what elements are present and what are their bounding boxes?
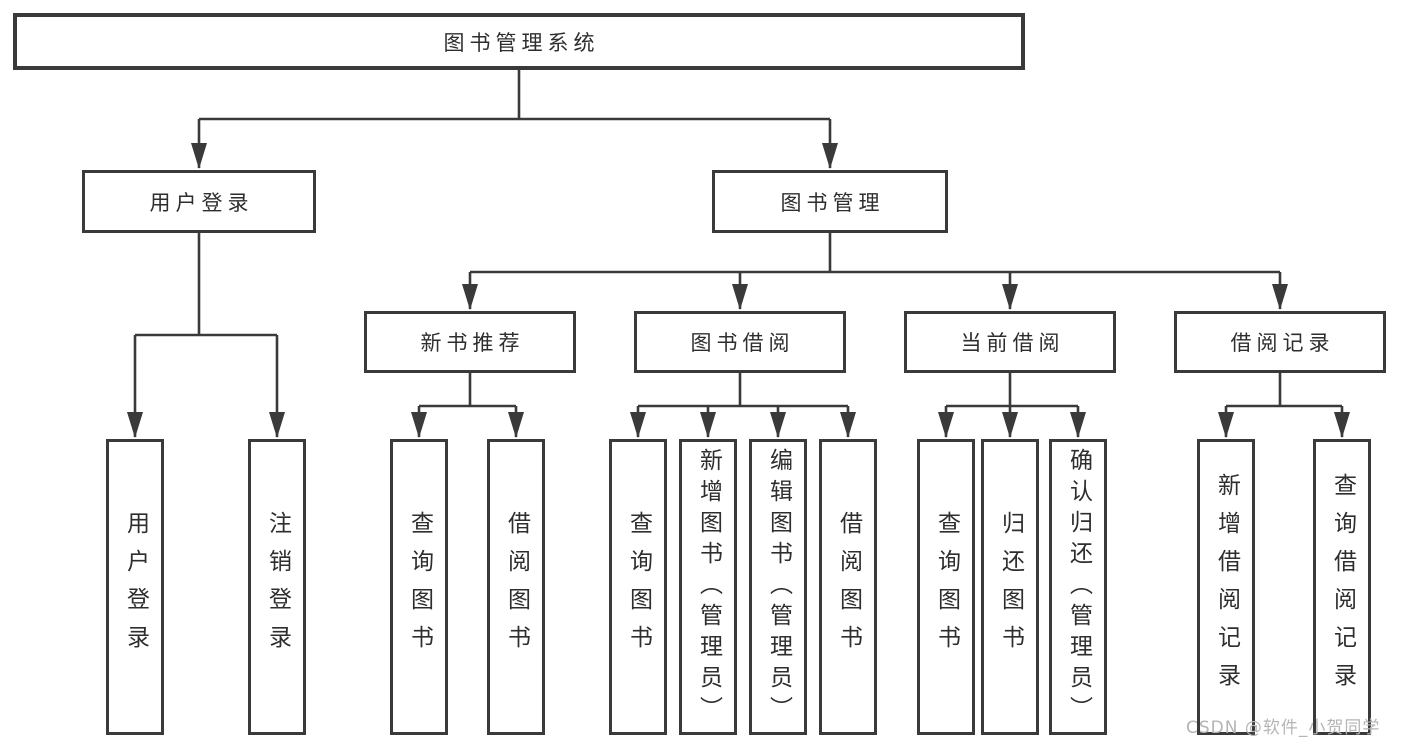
node-user-login-label: 用户登录: [149, 190, 254, 215]
leaf-borrowing-add-books-admin: 新增图书（管理员）: [679, 439, 737, 735]
leaf-newbooks-query-books: 查询图书: [390, 439, 448, 735]
leaf-logout: 注销登录: [248, 439, 306, 735]
leaf-borrowing-edit-books-admin-label: 编辑图书（管理员）: [765, 447, 792, 727]
leaf-current-query-books-label: 查询图书: [933, 511, 960, 663]
leaf-newbooks-borrow-books: 借阅图书: [487, 439, 545, 735]
node-current-borrowing-label: 当前借阅: [960, 331, 1065, 355]
node-current-borrowing: 当前借阅: [904, 311, 1116, 373]
leaf-borrowing-borrow-books-label: 借阅图书: [835, 511, 862, 663]
leaf-records-add-record: 新增借阅记录: [1197, 439, 1255, 735]
leaf-newbooks-query-books-label: 查询图书: [406, 511, 433, 663]
node-borrowing-records: 借阅记录: [1174, 311, 1386, 373]
node-book-borrowing: 图书借阅: [634, 311, 846, 373]
node-borrowing-records-label: 借阅记录: [1230, 331, 1335, 355]
csdn-watermark: CSDN @软件_小贺同学: [1186, 718, 1381, 738]
node-new-book-recommend-label: 新书推荐: [420, 331, 525, 355]
leaf-newbooks-borrow-books-label: 借阅图书: [503, 511, 530, 663]
root-node-library-management-system: 图书管理系统: [13, 13, 1025, 70]
node-new-book-recommend: 新书推荐: [364, 311, 576, 373]
node-book-management: 图书管理: [712, 170, 948, 233]
leaf-user-login: 用户登录: [106, 439, 164, 735]
leaf-borrowing-query-books: 查询图书: [609, 439, 667, 735]
leaf-records-query-record: 查询借阅记录: [1313, 439, 1371, 735]
leaf-current-confirm-return-admin-label: 确认归还（管理员）: [1065, 447, 1092, 727]
leaf-borrowing-borrow-books: 借阅图书: [819, 439, 877, 735]
node-book-borrowing-label: 图书借阅: [690, 331, 795, 355]
leaf-logout-label: 注销登录: [264, 511, 291, 663]
leaf-borrowing-query-books-label: 查询图书: [625, 511, 652, 663]
leaf-current-confirm-return-admin: 确认归还（管理员）: [1049, 439, 1107, 735]
leaf-records-query-record-label: 查询借阅记录: [1329, 473, 1356, 701]
leaf-current-return-books-label: 归还图书: [997, 511, 1024, 663]
leaf-borrowing-edit-books-admin: 编辑图书（管理员）: [749, 439, 807, 735]
leaf-current-return-books: 归还图书: [981, 439, 1039, 735]
node-user-login: 用户登录: [82, 170, 316, 233]
leaf-current-query-books: 查询图书: [917, 439, 975, 735]
root-node-label: 图书管理系统: [443, 30, 600, 55]
node-book-management-label: 图书管理: [780, 190, 885, 215]
leaf-user-login-label: 用户登录: [122, 511, 149, 663]
leaf-records-add-record-label: 新增借阅记录: [1213, 473, 1240, 701]
leaf-borrowing-add-books-admin-label: 新增图书（管理员）: [695, 447, 722, 727]
